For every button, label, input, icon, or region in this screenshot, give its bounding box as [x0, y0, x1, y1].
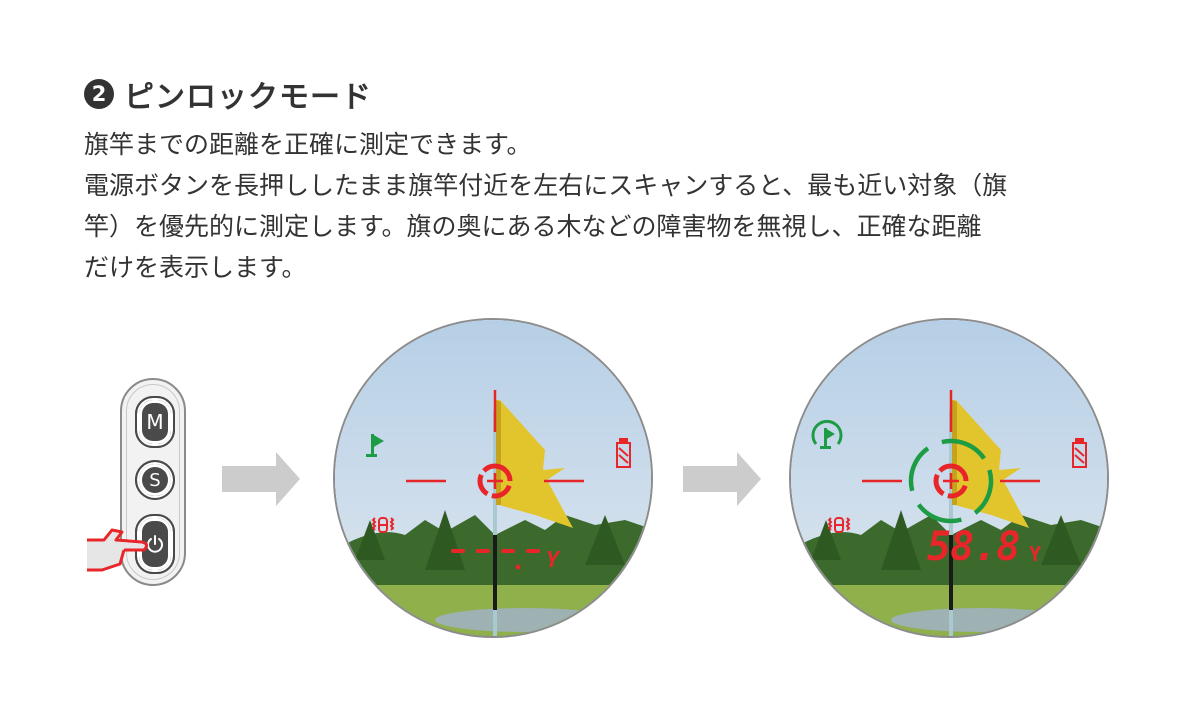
vibration-icon [371, 517, 395, 533]
battery-icon [616, 438, 631, 468]
device-panel-inner [126, 384, 180, 580]
description-line: 旗竿までの距離を正確に測定できます。 [84, 130, 532, 159]
description-line: 竿）を優先的に測定します。旗の奥にある木などの障害物を無視し、正確な距離 [84, 212, 982, 241]
description-line: 電源ボタンを長押ししたまま旗竿付近を左右にスキャンすると、最も近い対象（旗 [84, 171, 1008, 200]
description-line: だけを表示します。 [84, 253, 307, 282]
step-number-badge: 2 [84, 79, 114, 109]
rangefinder-view-locked: 58.8 Y [789, 318, 1109, 638]
power-icon [147, 535, 163, 553]
distance-readout: 58.8 [927, 524, 1020, 570]
hand-pointer-icon [87, 528, 149, 572]
distance-unit: Y [1029, 542, 1042, 566]
rangefinder-view-scanning: Y [333, 318, 653, 638]
scan-button[interactable]: S [135, 460, 175, 500]
vibration-icon [827, 517, 851, 533]
flag-icon [366, 434, 384, 457]
device-button-panel: M S [120, 378, 186, 586]
right-arrow-icon [683, 452, 761, 506]
distance-unit: Y [546, 548, 560, 573]
section-heading: 2 ピンロックモード [84, 74, 372, 115]
mode-button[interactable]: M [135, 396, 175, 448]
right-arrow-icon [222, 452, 300, 506]
flag-lock-icon [811, 419, 843, 449]
battery-icon [1072, 438, 1087, 468]
description: 旗竿までの距離を正確に測定できます。 電源ボタンを長押ししたまま旗竿付近を左右に… [84, 124, 1144, 288]
page-title: ピンロックモード [124, 80, 372, 115]
